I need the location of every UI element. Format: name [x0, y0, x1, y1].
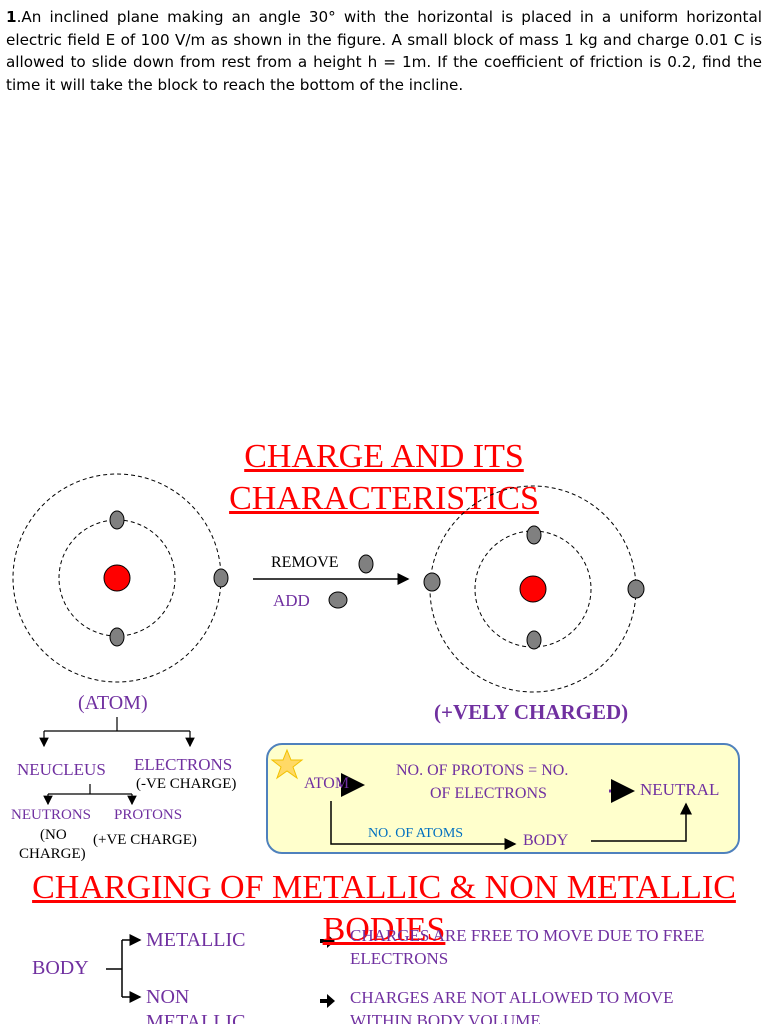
- body-label: BODY: [32, 957, 89, 979]
- charged-caption: (+VELY CHARGED): [434, 700, 629, 724]
- neutral-body-callout: [266, 743, 740, 854]
- non-metallic-line1: NON: [146, 986, 190, 1008]
- bullet2-line1: CHARGES ARE NOT ALLOWED TO MOVE: [350, 988, 674, 1007]
- neutral-atom: [12, 473, 229, 683]
- callout-condition-line2: OF ELECTRONS: [430, 785, 547, 802]
- neutrons-charge-line2: CHARGE): [19, 846, 86, 862]
- electron: [526, 630, 542, 650]
- electron: [423, 572, 441, 592]
- inner-orbit: [58, 519, 176, 637]
- nucleus: [103, 564, 131, 592]
- atom-tree-lines: [39, 717, 195, 806]
- problem-text: 1.An inclined plane making an angle 30° …: [6, 6, 762, 96]
- callout-condition-line1: NO. OF PROTONS = NO.: [396, 762, 569, 779]
- add-label: ADD: [273, 591, 310, 610]
- electron: [109, 510, 125, 530]
- protons-charge-label: (+VE CHARGE): [93, 832, 197, 848]
- charged-atom: [423, 485, 645, 693]
- star-icon: [270, 748, 304, 780]
- electron: [213, 568, 229, 588]
- slide2-title-line1: CHARGING OF METALLIC & NON METALLIC: [32, 869, 736, 906]
- atom-caption: (ATOM): [78, 692, 148, 714]
- metallic-label: METALLIC: [146, 929, 246, 951]
- electron: [627, 579, 645, 599]
- nucleus: [519, 575, 547, 603]
- added-electron: [328, 591, 348, 609]
- slide1-title-line1: CHARGE AND ITS: [244, 438, 524, 475]
- electrons-charge-label: (-VE CHARGE): [136, 776, 237, 792]
- callout-neutral-label: NEUTRAL: [640, 780, 720, 799]
- problem-number: 1: [6, 8, 17, 26]
- slide2-title-line2: BODIES: [322, 911, 446, 948]
- slide1-title: CHARGE AND ITS CHARACTERISTICS: [0, 436, 768, 520]
- problem-body: .An inclined plane making an angle 30° w…: [6, 8, 762, 94]
- non-metallic-line2: METALLIC: [146, 1011, 246, 1024]
- electron: [109, 627, 125, 647]
- bullet1-line2: ELECTRONS: [350, 949, 449, 968]
- body-bracket: [106, 934, 142, 1003]
- slide1-title-line2: CHARACTERISTICS: [229, 480, 539, 517]
- protons-label: PROTONS: [114, 807, 183, 823]
- atoms-to-body-arrow: [330, 801, 517, 850]
- bullet2-line2: WITHIN BODY VOLUME: [350, 1011, 541, 1024]
- neutrons-charge-line1: (NO: [40, 827, 67, 843]
- inner-orbit: [474, 530, 592, 648]
- remove-label: REMOVE: [271, 554, 339, 571]
- slide2-title: CHARGING OF METALLIC & NON METALLIC BODI…: [0, 867, 768, 951]
- electrons-label: ELECTRONS: [134, 755, 233, 774]
- bullet1-line1: CHARGES ARE FREE TO MOVE DUE TO FREE: [350, 926, 705, 945]
- electron: [526, 525, 542, 545]
- callout-body-label: BODY: [523, 832, 569, 849]
- bullet-arrow-icon: [320, 934, 335, 948]
- nucleus-label: NEUCLEUS: [17, 760, 106, 779]
- body-to-neutral-arrow: [591, 802, 692, 842]
- neutrons-label: NEUTRONS: [11, 807, 92, 823]
- callout-no-of-atoms-label: NO. OF ATOMS: [368, 826, 464, 841]
- removed-electron: [358, 554, 374, 574]
- callout-atom-label: ATOM: [304, 775, 350, 792]
- bullet-arrow-icon: [320, 994, 335, 1008]
